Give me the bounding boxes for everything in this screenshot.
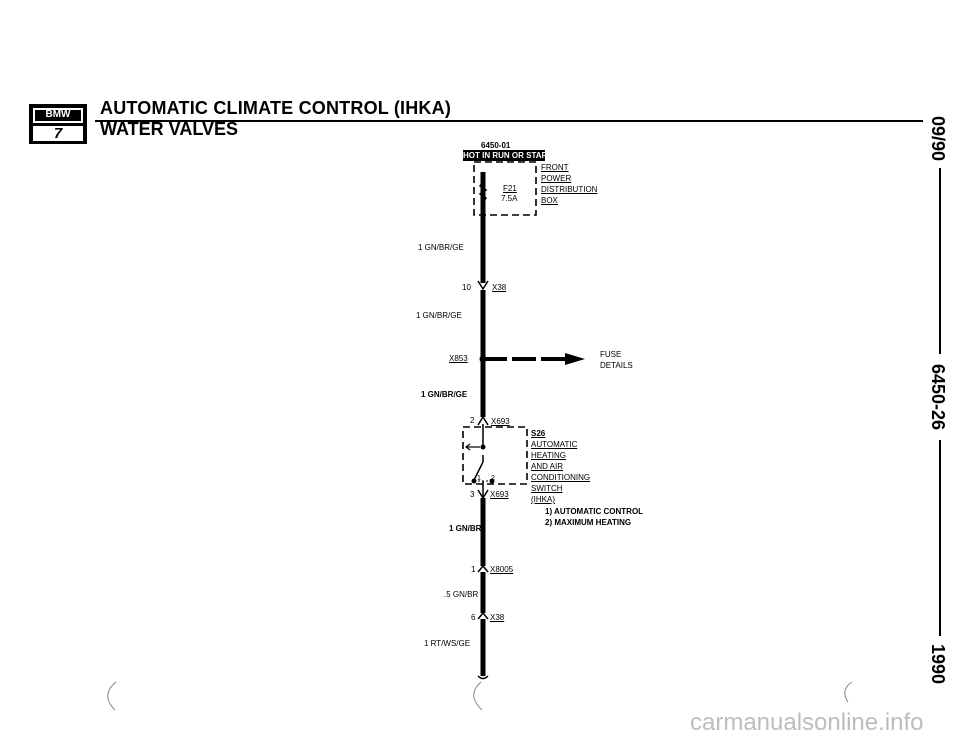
connector-label: X8005	[490, 565, 514, 574]
fuse-id: F21	[503, 184, 517, 193]
switch-line: HEATING	[531, 451, 566, 460]
switch-contact: 1	[477, 475, 481, 482]
right-sidebar: 09/90 6450-26 1990	[918, 0, 960, 744]
wire-label: 1 GN/BR/GE	[416, 311, 462, 320]
connector-pin: 2	[470, 416, 475, 425]
logo-series: 7	[53, 125, 63, 142]
sidebar-rules	[939, 168, 941, 636]
page-title: AUTOMATIC CLIMATE CONTROL (IHKA)	[100, 98, 452, 118]
connector-x693-top	[477, 415, 489, 426]
connector-label: X38	[492, 283, 507, 292]
fuse-symbol	[478, 172, 488, 215]
connector-x693-bottom	[477, 489, 489, 500]
header-rule	[95, 120, 923, 122]
switch-id: S26	[531, 429, 546, 438]
switch-line: SWITCH	[531, 484, 563, 493]
switch-note: 2) MAXIMUM HEATING	[545, 518, 632, 527]
front-box-line: FRONT	[541, 163, 569, 172]
connector-x38-top	[477, 280, 489, 291]
connector-x8005	[477, 564, 489, 573]
connector-pin: 3	[470, 490, 475, 499]
switch-line: AUTOMATIC	[531, 440, 578, 449]
watermark: carmanualsonline.info	[690, 709, 924, 736]
fuse-details-arrow	[565, 353, 585, 365]
switch-line: (IHKA)	[531, 495, 555, 504]
connector-x38-bottom	[477, 611, 489, 620]
switch-line: CONDITIONING	[531, 473, 591, 482]
fuse-details-line: FUSE	[600, 350, 622, 359]
switch-contact: 2	[491, 475, 495, 482]
front-box-line: DISTRIBUTION	[541, 185, 598, 194]
switch-line: AND AIR	[531, 462, 564, 471]
connector-label: X38	[490, 613, 505, 622]
logo-text: BMW	[45, 109, 71, 120]
switch-s26-outline	[462, 426, 528, 485]
page-subtitle: WATER VALVES	[100, 119, 239, 139]
splice-label: X853	[449, 354, 468, 363]
power-source-label: HOT IN RUN OR START	[463, 150, 553, 161]
front-power-box-outline	[473, 161, 537, 216]
connector-label: X693	[490, 490, 509, 499]
wire-label: 1 GN/BR	[449, 524, 482, 533]
fuse-rating: 7.5A	[501, 194, 518, 203]
wire-label: 1 GN/BR/GE	[421, 390, 468, 399]
connector-pin: 1	[471, 565, 476, 574]
front-box-line: BOX	[541, 196, 558, 205]
switch-note: 1) AUTOMATIC CONTROL	[545, 507, 644, 516]
diagram-id: 6450-01	[481, 141, 511, 150]
connector-label: X693	[491, 417, 510, 426]
connector-pin: 6	[471, 613, 476, 622]
connector-pin: 10	[462, 283, 471, 292]
front-box-line: POWER	[541, 174, 572, 183]
wire-label: 1 GN/BR/GE	[418, 243, 464, 252]
fuse-details-line: DETAILS	[600, 361, 633, 370]
switch-blade	[473, 461, 484, 481]
wire-label: 1 RT/WS/GE	[424, 639, 471, 648]
wire-label: .5 GN/BR	[444, 590, 479, 599]
